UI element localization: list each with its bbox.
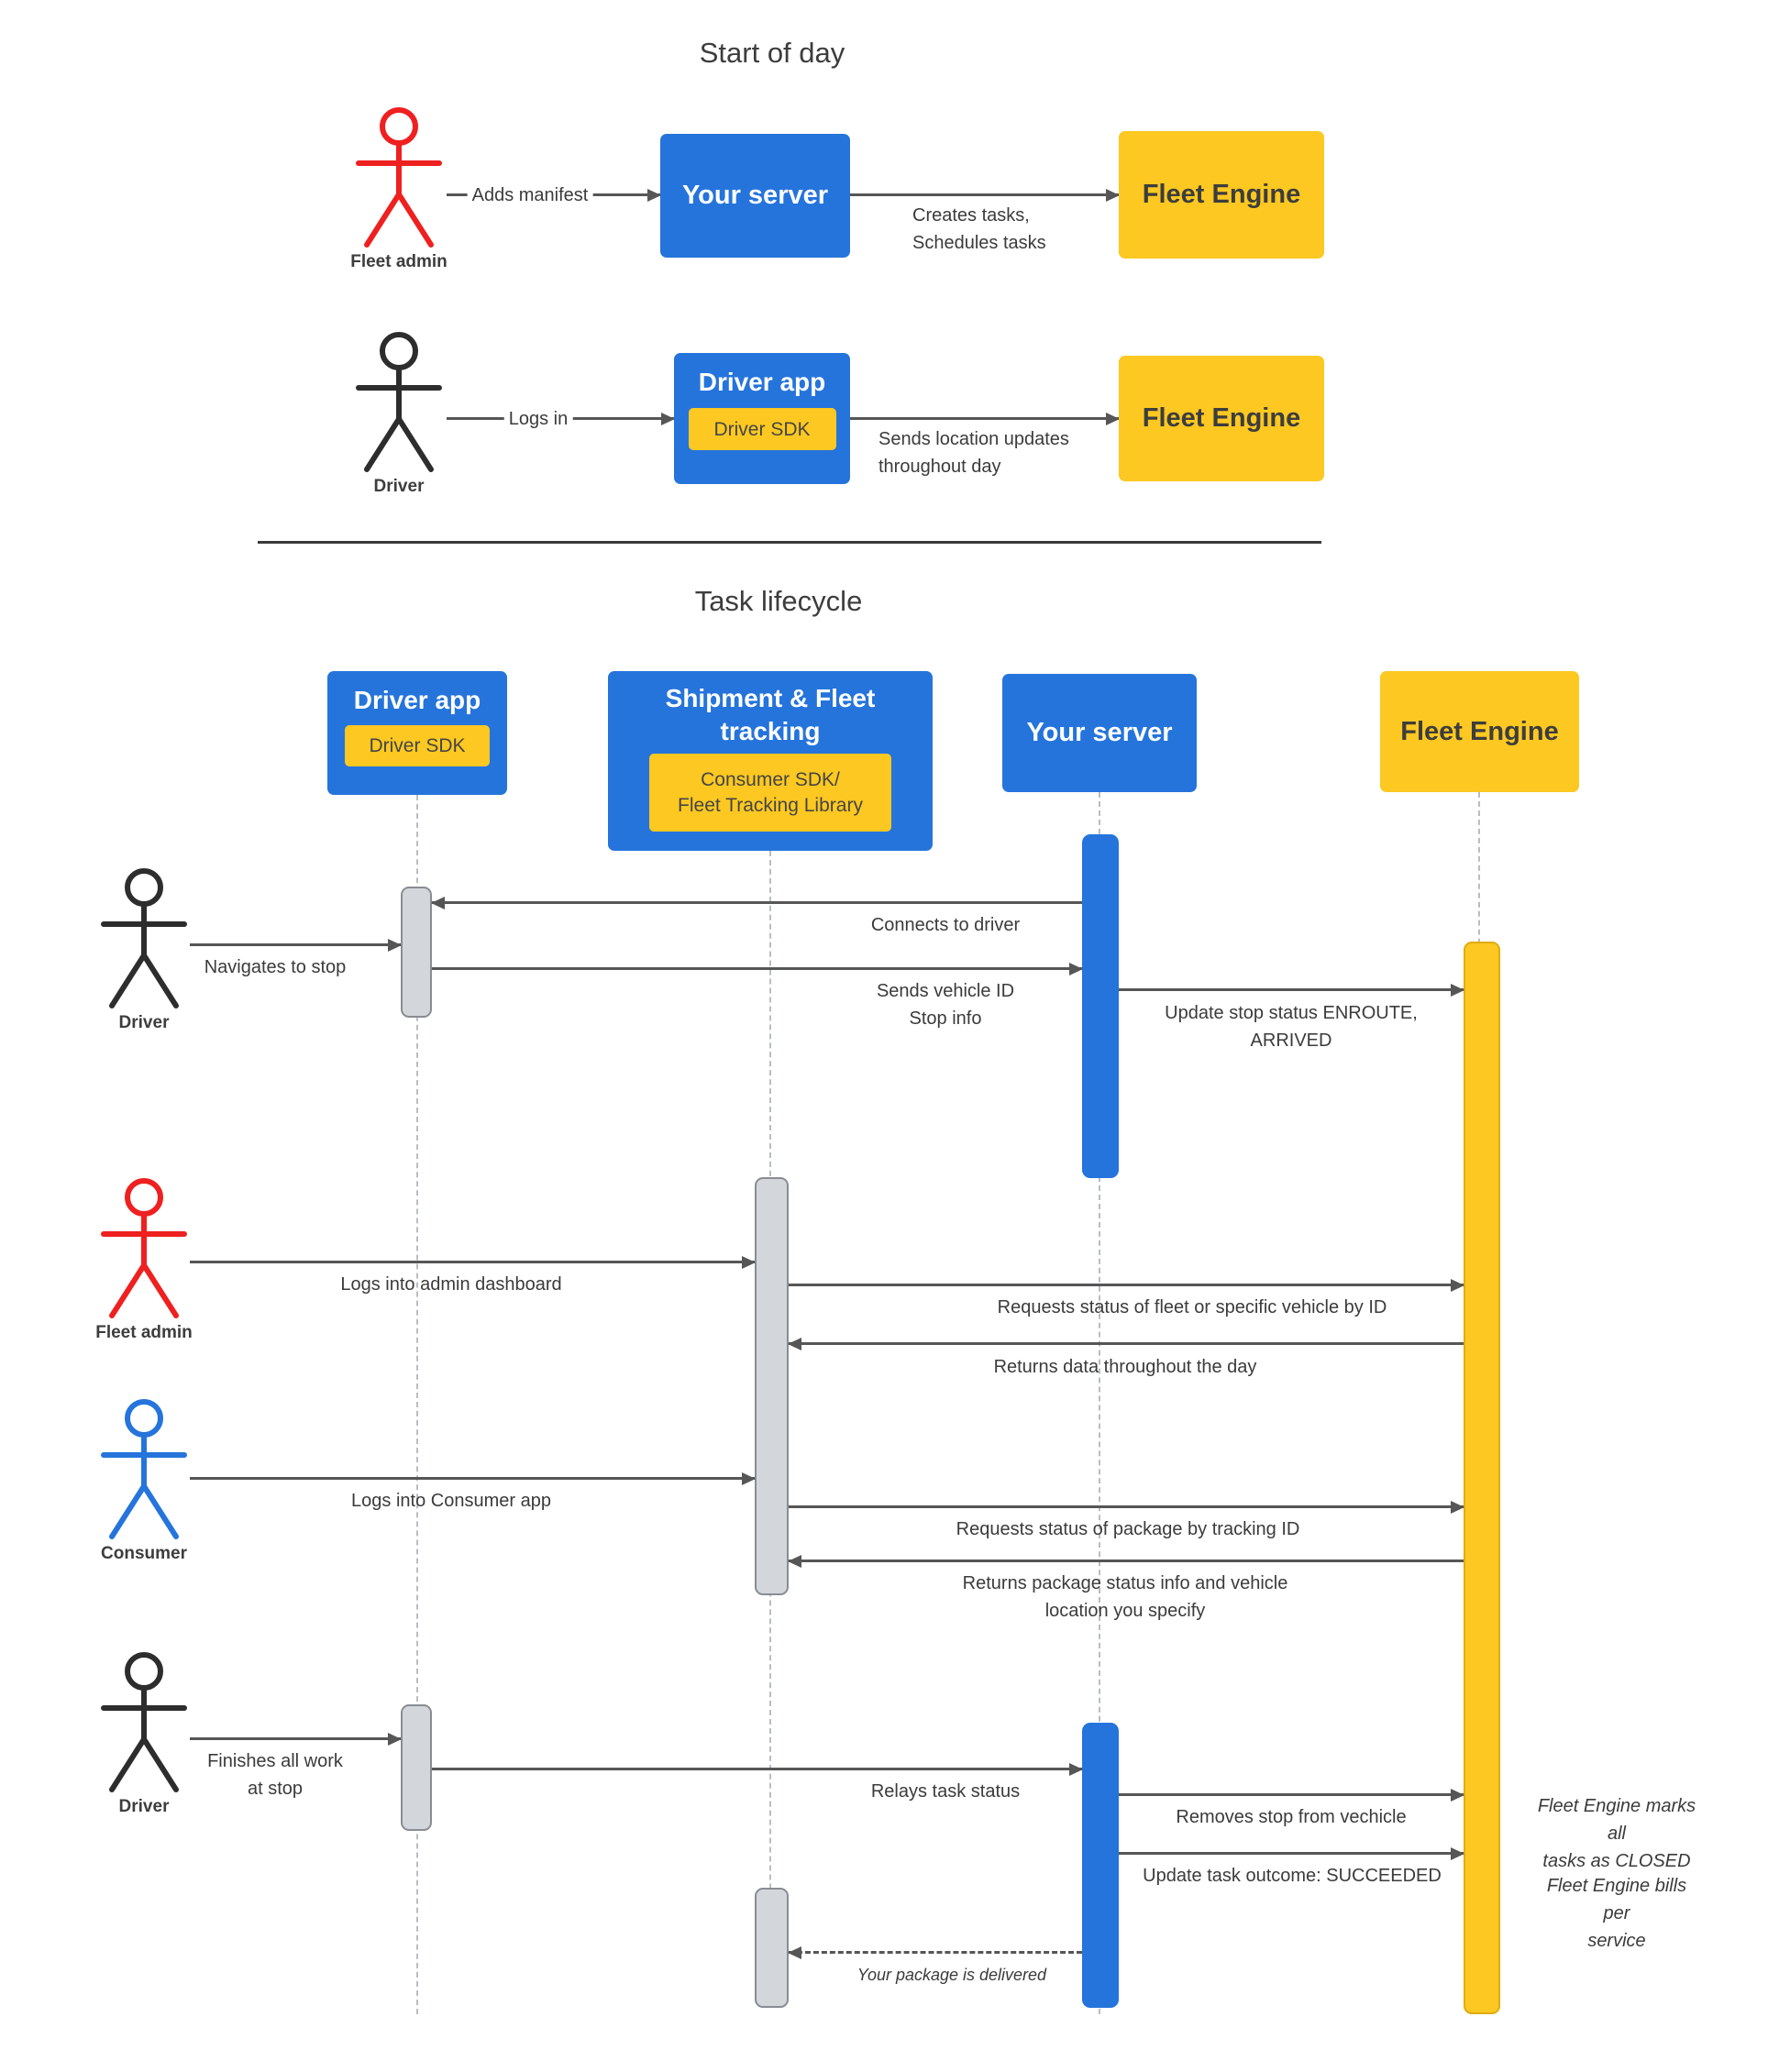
consumer-sdk-chip: Consumer SDK/ Fleet Tracking Library	[649, 754, 891, 832]
adds-manifest-label: Adds manifest	[467, 182, 593, 209]
shipment-tracking-title: Shipment & Fleet tracking	[665, 684, 876, 745]
note-tasks-closed: Fleet Engine marks all tasks as CLOSED	[1537, 1796, 1696, 1871]
relays-task-status-arrow	[432, 1763, 1083, 1776]
navigates-to-stop-arrow	[190, 939, 402, 952]
finishes-work-arrow	[190, 1733, 402, 1746]
fleet-admin-2-label: Fleet admin	[95, 1323, 193, 1342]
logs-into-admin-label: Logs into admin dashboard	[340, 1274, 562, 1295]
consumer-label: Consumer	[101, 1544, 187, 1563]
fleet-engine-box-top1: Fleet Engine	[1119, 131, 1324, 259]
shipment-tracking-activation-1	[755, 1177, 789, 1595]
fleet-engine-box-top2: Fleet Engine	[1119, 356, 1324, 481]
returns-data-label: Returns data throughout the day	[993, 1357, 1257, 1377]
task-lifecycle-title: Task lifecycle	[694, 585, 863, 617]
driver-app-header-box: Driver app Driver SDK	[327, 671, 507, 795]
location-updates-label: Sends location updates throughout day	[878, 429, 1069, 477]
start-of-day-title: Start of day	[699, 37, 845, 69]
logs-into-consumer-arrow	[190, 1472, 756, 1485]
package-delivered-label: Your package is delivered	[856, 1966, 1047, 1984]
connects-to-driver-arrow	[431, 897, 1082, 909]
actor-driver-top: Driver	[353, 330, 445, 496]
update-stop-status-label: Update stop status ENROUTE, ARRIVED	[1165, 1003, 1418, 1051]
driver-stick-figure-icon	[356, 332, 442, 472]
consumer-stick-figure-icon	[101, 1399, 187, 1539]
removes-stop-arrow	[1119, 1789, 1464, 1802]
driver-app-lifeline	[416, 795, 418, 2014]
connects-to-driver-label: Connects to driver	[870, 915, 1021, 935]
creates-tasks-label: Creates tasks, Schedules tasks	[912, 205, 1046, 253]
removes-stop-label: Removes stop from vechicle	[1176, 1807, 1407, 1827]
driver-label: Driver	[373, 477, 425, 496]
driver-app-activation-1	[401, 887, 432, 1018]
your-server-header-box: Your server	[1002, 674, 1197, 792]
relays-task-status-label: Relays task status	[870, 1781, 1021, 1802]
actor-consumer: Consumer	[98, 1397, 190, 1563]
section-divider	[258, 541, 1321, 544]
shipment-tracking-header-box: Shipment & Fleet tracking Consumer SDK/ …	[608, 671, 933, 851]
package-delivered-arrow	[788, 1946, 1082, 1959]
logs-in-label: Logs in	[503, 405, 573, 433]
fleet-engine-header-box: Fleet Engine	[1380, 671, 1579, 792]
your-server-lifeline	[1099, 792, 1100, 2014]
driver-app-title: Driver app	[698, 368, 826, 396]
returns-package-status-arrow	[788, 1555, 1464, 1568]
shipment-tracking-activation-2	[755, 1888, 789, 2008]
driver-stick-figure-icon	[101, 1652, 187, 1792]
actor-driver-2: Driver	[98, 1650, 190, 1816]
sends-vehicle-id-arrow	[432, 963, 1083, 975]
location-updates-arrow	[850, 413, 1120, 425]
fleet-admin-label: Fleet admin	[350, 252, 448, 271]
returns-package-status-label: Returns package status info and vehicle …	[962, 1573, 1288, 1621]
fleet-admin-stick-figure-icon	[101, 1178, 187, 1318]
driver-app-header-title: Driver app	[353, 686, 481, 714]
driver-sdk-chip-top: Driver SDK	[688, 408, 836, 450]
note-bills-per-service: Fleet Engine bills per service	[1546, 1876, 1687, 1951]
logs-into-consumer-label: Logs into Consumer app	[351, 1491, 551, 1511]
sends-vehicle-id-label: Sends vehicle ID Stop info	[876, 981, 1015, 1029]
requests-fleet-status-label: Requests status of fleet or specific veh…	[997, 1297, 1387, 1317]
logs-into-admin-arrow	[190, 1256, 756, 1269]
update-stop-status-arrow	[1119, 984, 1464, 997]
fleet-engine-activation	[1464, 942, 1500, 2014]
driver-1-label: Driver	[118, 1013, 170, 1032]
requests-package-status-arrow	[789, 1501, 1464, 1514]
driver-2-label: Driver	[118, 1797, 170, 1816]
driver-sdk-chip: Driver SDK	[345, 725, 490, 766]
actor-fleet-admin-top: Fleet admin	[350, 105, 448, 271]
finishes-work-label: Finishes all work at stop	[207, 1751, 343, 1799]
driver-app-box-top: Driver app Driver SDK	[674, 353, 850, 484]
creates-tasks-arrow	[850, 189, 1120, 202]
your-server-box-top: Your server	[660, 134, 850, 258]
actor-driver-1: Driver	[98, 866, 190, 1032]
update-task-outcome-arrow	[1119, 1847, 1464, 1860]
driver-stick-figure-icon	[101, 868, 187, 1008]
your-server-activation-2	[1082, 1723, 1119, 2008]
returns-data-arrow	[788, 1338, 1464, 1350]
actor-fleet-admin-2: Fleet admin	[95, 1176, 193, 1342]
requests-fleet-status-arrow	[789, 1279, 1464, 1292]
navigates-to-stop-label: Navigates to stop	[204, 957, 347, 977]
your-server-activation-1	[1082, 834, 1119, 1178]
update-task-outcome-label: Update task outcome: SUCCEEDED	[1143, 1866, 1442, 1886]
driver-app-activation-2	[401, 1704, 432, 1831]
fleet-admin-stick-figure-icon	[356, 107, 442, 248]
requests-package-status-label: Requests status of package by tracking I…	[956, 1519, 1300, 1539]
